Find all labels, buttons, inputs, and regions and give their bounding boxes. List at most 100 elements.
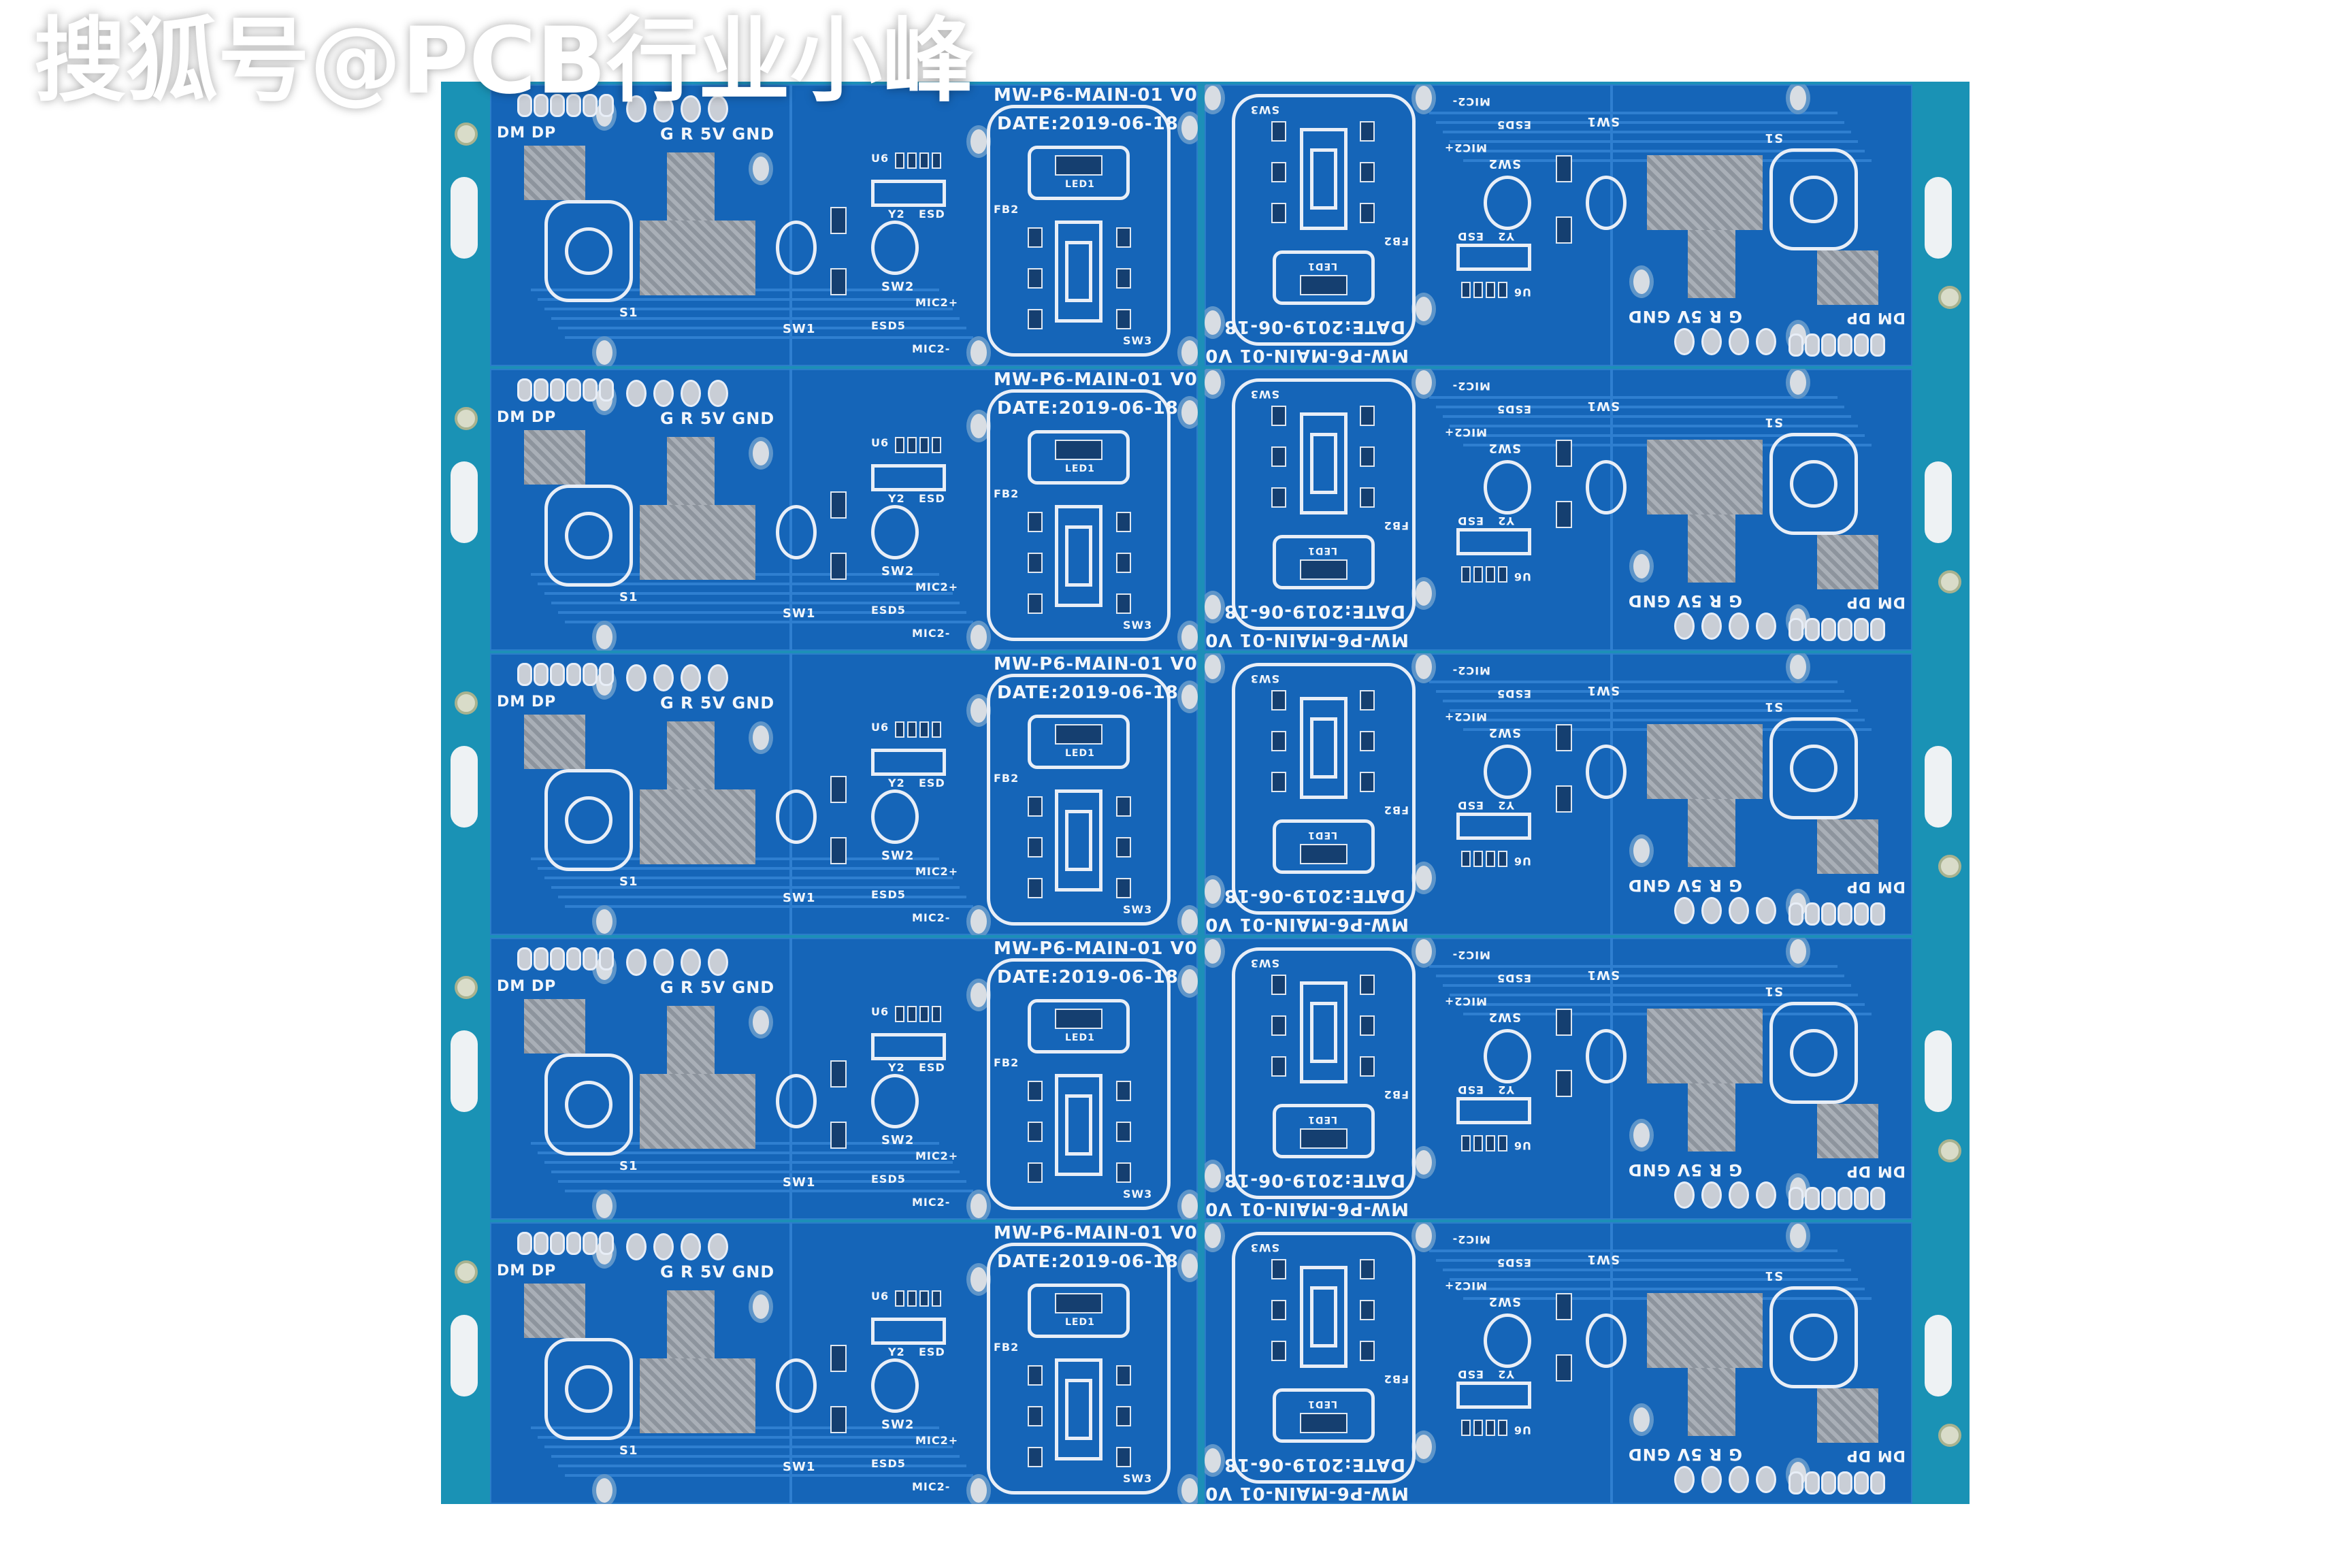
copper-trace (558, 896, 966, 898)
header-pad (1838, 618, 1852, 641)
silk-label-sw1: SW1 (783, 1175, 816, 1190)
silk-label-dm-dp: DM DP (497, 978, 557, 995)
silk-label-esd5: ESD5 (871, 1173, 906, 1186)
smd-pad (1360, 121, 1375, 142)
through-hole-pad (1701, 1181, 1722, 1209)
smd-component (1486, 1420, 1495, 1436)
smd-pad (1271, 731, 1286, 751)
smd-pad (1116, 1365, 1131, 1386)
silk-label-led1: LED1 (1307, 261, 1337, 272)
smd-pad (1360, 731, 1375, 751)
switch-sw3-inner (1065, 1379, 1092, 1440)
silk-label-s1: S1 (1764, 415, 1784, 429)
rail-slot (451, 1030, 478, 1112)
silk-label-sw3: SW3 (1123, 334, 1153, 347)
silk-label-sw2: SW2 (881, 1418, 915, 1432)
copper-trace (544, 1446, 953, 1448)
mounting-hole (1629, 265, 1654, 298)
smd-component (895, 1006, 904, 1022)
copper-trace (551, 1171, 960, 1173)
smd-component (907, 152, 917, 169)
copper-trace (558, 327, 966, 329)
chip-pad-area (640, 505, 755, 580)
silk-label-esd: ESD (919, 777, 945, 789)
silk-label-mic-plus: MIC2+ (1443, 710, 1487, 723)
header-pad (550, 378, 565, 402)
silk-label-s1: S1 (619, 1443, 638, 1458)
silk-label-fb2: FB2 (994, 203, 1019, 216)
smd-component (1461, 851, 1471, 867)
fiducial (455, 976, 478, 999)
smd-component (1486, 1135, 1495, 1152)
smd-component (830, 207, 847, 234)
through-hole-pad (626, 949, 647, 976)
led1 (1055, 440, 1102, 460)
smd-pad (1360, 975, 1375, 995)
chip-pad-area (1647, 1009, 1763, 1083)
button-ring-s1 (1790, 176, 1838, 223)
switch-sw3 (1055, 1358, 1102, 1460)
copper-trace (1429, 396, 1838, 399)
silk-label-esd: ESD (1457, 230, 1484, 243)
smd-pad (1116, 553, 1131, 573)
copper-trace (538, 583, 946, 585)
chip-pad-area (1647, 1293, 1763, 1368)
silk-label-sw2: SW2 (881, 564, 915, 578)
silk-label-led1: LED1 (1065, 463, 1095, 474)
through-hole-pad (1701, 328, 1722, 355)
rail-slot (451, 177, 478, 259)
silk-label-y2: Y2 (888, 777, 905, 789)
smd-component (932, 437, 941, 453)
smd-component (1556, 785, 1572, 813)
mounting-hole (592, 621, 617, 651)
silk-label-led1: LED1 (1065, 1317, 1095, 1328)
switch-sw3 (1055, 505, 1102, 607)
header-pad (566, 947, 581, 970)
smd-pad (1360, 772, 1375, 792)
smd-pad (1271, 1015, 1286, 1036)
silk-label-s1: S1 (619, 1159, 638, 1173)
silk-label-mic-plus: MIC2+ (915, 865, 959, 878)
through-hole-pad (1756, 1466, 1776, 1493)
silk-label-y2: Y2 (1497, 230, 1514, 243)
copper-trace (544, 592, 953, 595)
through-hole-pad (681, 95, 701, 122)
smd-pad (1028, 553, 1043, 573)
switch-sw2 (1484, 745, 1531, 799)
header-pad (1854, 1471, 1869, 1494)
silk-label-dm-dp: DM DP (497, 409, 557, 426)
mounting-hole (1205, 591, 1225, 623)
smd-component (895, 437, 904, 453)
silk-label-fb2: FB2 (994, 1341, 1019, 1354)
smd-pad (1028, 1447, 1043, 1467)
switch-sw3-inner (1065, 810, 1092, 871)
smd-component (1556, 216, 1572, 244)
fiducial (1938, 570, 1961, 593)
copper-trace (1429, 112, 1838, 114)
smd-pad (1360, 1259, 1375, 1279)
through-hole-pad (708, 949, 728, 976)
led-box (1028, 146, 1130, 200)
silk-title: MW-P6-MAIN-01 V0.3 (994, 654, 1198, 674)
through-hole-pad (708, 1233, 728, 1260)
copper-trace (538, 1436, 946, 1439)
through-hole-pad (681, 1233, 701, 1260)
header-pad (534, 947, 549, 970)
mounting-hole (1205, 653, 1225, 683)
switch-sw2 (1484, 460, 1531, 514)
silk-label-esd: ESD (919, 492, 945, 505)
smd-pad (1360, 487, 1375, 508)
through-hole-pad (626, 95, 647, 122)
silk-label-esd: ESD (919, 1345, 945, 1358)
smd-pad (1028, 593, 1043, 614)
header-pad (1805, 1471, 1820, 1494)
header-pad (1821, 902, 1836, 926)
watermark: 搜狐号@PCB行业小峰 (34, 7, 974, 114)
mounting-hole (1786, 938, 1810, 968)
mounting-hole (966, 1190, 991, 1220)
switch-sw2 (1484, 1029, 1531, 1083)
smd-component (1556, 155, 1572, 182)
silk-label-s1: S1 (1764, 700, 1784, 714)
silk-label-esd5: ESD5 (1497, 972, 1531, 985)
